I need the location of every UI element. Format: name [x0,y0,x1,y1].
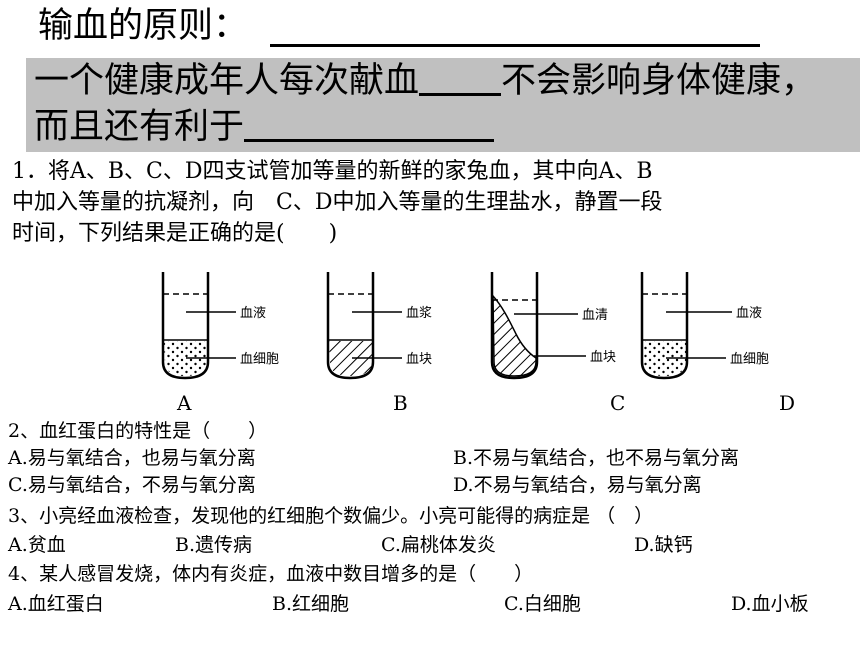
donation-line-1-text: 一个健康成年人每次献血 [34,61,420,101]
donation-benefit-blank [244,109,495,142]
donation-line-1: 一个健康成年人每次献血 不会影响身体健康， [34,58,860,104]
tube-c: 血清 血块 [490,272,616,380]
q2-option-d[interactable]: D.不易与氧结合，易与氧分离 [453,474,702,496]
donation-amount-blank [419,63,502,96]
tube-b-letter: B [393,391,408,415]
q3-option-c[interactable]: C.扁桃体发炎 [381,534,496,556]
page-title: 输血的原则： [38,6,249,46]
tube-a: 血液 血细胞 [161,272,279,380]
q2-stem: 2、血红蛋白的特性是（ ） [8,420,268,442]
tube-c-letter: C [610,391,626,415]
test-tube-diagram: 血液 血细胞 血浆 血块 血清 血块 血液 血细胞 [161,272,769,380]
tube-d: 血液 血细胞 [640,272,769,380]
donation-line-2: 而且还有利于 [34,104,860,150]
q1-line-3: 时间，下列结果是正确的是( ) [12,221,338,246]
q4-option-c[interactable]: C.白细胞 [504,593,581,615]
highlight-box: 一个健康成年人每次献血 不会影响身体健康， 而且还有利于 [26,58,860,152]
q4-option-b[interactable]: B.红细胞 [272,593,350,615]
q2-option-a[interactable]: A.易与氧结合，也易与氧分离 [8,447,256,469]
tube-d-bottom-label: 血细胞 [730,352,769,367]
q1-line-1: 1．将A、B、C、D四支试管加等量的新鲜的家兔血，其中向A、B [12,159,653,184]
q3-option-d[interactable]: D.缺钙 [634,534,693,556]
title-answer-blank [270,44,760,47]
q3-option-b[interactable]: B.遗传病 [175,534,253,556]
q3-stem: 3、小亮经血液检查，发现他的红细胞个数偏少。小亮可能得的病症是 （ ） [8,505,654,527]
tube-b-top-label: 血浆 [406,306,432,321]
tube-b: 血浆 血块 [326,272,432,380]
q2-option-c[interactable]: C.易与氧结合，不易与氧分离 [8,474,256,496]
tube-c-bottom-label: 血块 [590,350,616,365]
tube-c-top-label: 血清 [582,308,608,323]
tube-d-top-label: 血液 [736,306,762,321]
q3-option-a[interactable]: A.贫血 [8,534,66,556]
q1-line-2: 中加入等量的抗凝剂，向 C、D中加入等量的生理盐水，静置一段 [12,190,663,215]
donation-line-1-end: 不会影响身体健康， [501,61,817,101]
donation-line-2-text: 而且还有利于 [34,107,245,147]
tube-a-letter: A [177,391,192,415]
tube-b-bottom-label: 血块 [406,352,432,367]
q4-option-d[interactable]: D.血小板 [731,593,809,615]
tube-d-letter: D [779,391,796,415]
q4-stem: 4、某人感冒发烧，体内有炎症，血液中数目增多的是（ ） [8,563,534,585]
tube-a-top-label: 血液 [240,306,266,321]
q2-option-b[interactable]: B.不易与氧结合，也不易与氧分离 [453,447,740,469]
tube-a-bottom-label: 血细胞 [240,352,279,367]
q4-option-a[interactable]: A.血红蛋白 [8,593,104,615]
